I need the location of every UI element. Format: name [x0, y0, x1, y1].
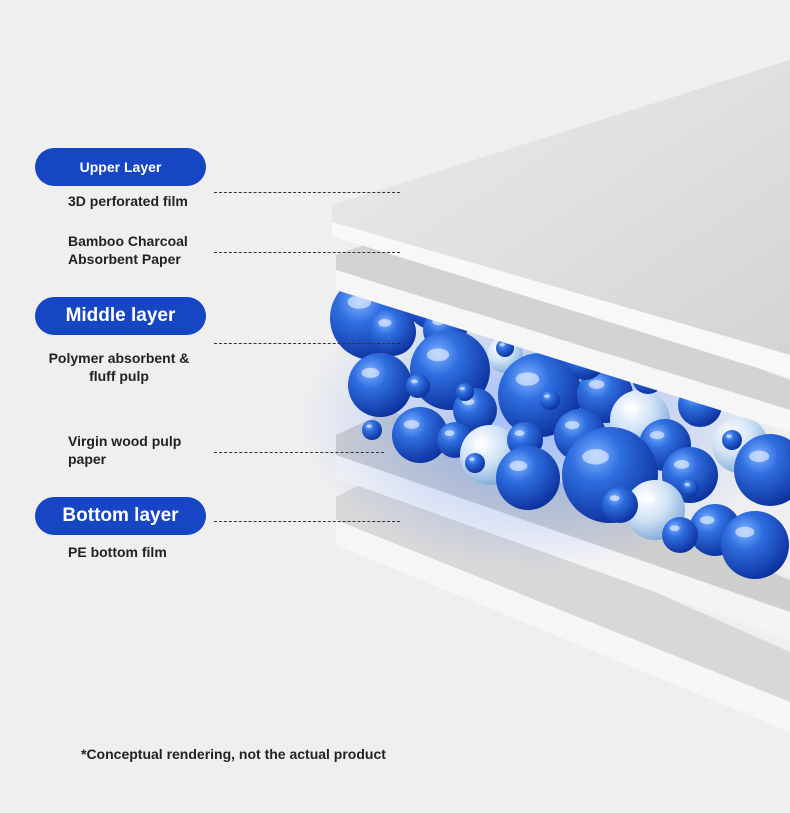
bead-highlight — [637, 493, 655, 504]
absorbent-bead — [348, 353, 412, 417]
absorbent-bead — [392, 407, 448, 463]
bead-highlight — [735, 526, 755, 538]
absorbent-bead — [602, 487, 638, 523]
absorbent-bead — [540, 390, 560, 410]
bead-highlight — [514, 430, 525, 437]
absorbent-bead — [456, 383, 474, 401]
absorbent-bead — [496, 446, 560, 510]
leader-line-3d-perforated-film — [214, 192, 400, 193]
absorbent-bead — [722, 430, 742, 450]
disclaimer-footnote: *Conceptual rendering, not the actual pr… — [81, 746, 386, 762]
bead-highlight — [378, 319, 392, 327]
bead-highlight — [749, 450, 770, 463]
bead-highlight — [544, 394, 550, 398]
bead-highlight — [673, 459, 690, 469]
absorbent-bead — [465, 453, 485, 473]
bead-highlight — [622, 403, 640, 414]
bead-highlight — [609, 495, 620, 502]
bead-highlight — [582, 449, 610, 465]
label-virgin-wood-pulp-paper: Virgin wood pulp paper — [68, 433, 182, 467]
sheet-3d-perforated-film — [332, 60, 790, 378]
absorbent-bead — [368, 308, 416, 356]
bead-highlight — [472, 438, 490, 449]
sheet-bamboo-charcoal-paper — [336, 234, 790, 432]
absorbent-bead — [498, 353, 582, 437]
bead-highlight — [588, 379, 605, 389]
label-3d-perforated-film: 3D perforated film — [68, 193, 188, 209]
bead-highlight — [684, 483, 690, 487]
bottom-layer-badge: Bottom layer — [35, 497, 206, 535]
bead-highlight — [469, 457, 475, 461]
bead-highlight — [444, 430, 455, 437]
bead-highlight — [403, 419, 420, 429]
bead-highlight — [699, 515, 715, 525]
bead-highlight — [366, 424, 372, 428]
absorbent-bead — [362, 420, 382, 440]
label-pe-bottom-film: PE bottom film — [68, 544, 167, 560]
bead-highlight — [361, 367, 380, 378]
bead-highlight — [669, 525, 680, 532]
bead-highlight — [649, 430, 665, 440]
absorbent-bead — [734, 434, 790, 506]
bead-highlight — [426, 348, 450, 362]
upper-layer-badge: Upper Layer — [35, 148, 206, 186]
bead-highlight — [509, 460, 528, 471]
label-bamboo-charcoal-paper: Bamboo Charcoal Absorbent Paper — [68, 233, 188, 267]
leader-line-polymer-absorbent — [214, 343, 400, 344]
leader-line-pe-bottom-film — [214, 521, 400, 522]
bead-highlight — [499, 343, 505, 347]
absorbent-bead — [681, 479, 699, 497]
absorbent-bead — [662, 517, 698, 553]
label-polymer-absorbent: Polymer absorbent & fluff pulp — [48, 350, 190, 384]
bead-highlight — [564, 420, 580, 430]
leader-line-bamboo-charcoal-paper — [214, 252, 400, 253]
absorbent-bead — [406, 374, 430, 398]
absorbent-bead — [721, 511, 789, 579]
bead-highlight — [726, 434, 732, 438]
bead-highlight — [515, 372, 540, 386]
bead-highlight — [411, 379, 418, 384]
bead-highlight — [459, 387, 465, 391]
middle-layer-badge: Middle layer — [35, 297, 206, 335]
leader-line-virgin-wood-pulp-paper — [214, 452, 384, 453]
